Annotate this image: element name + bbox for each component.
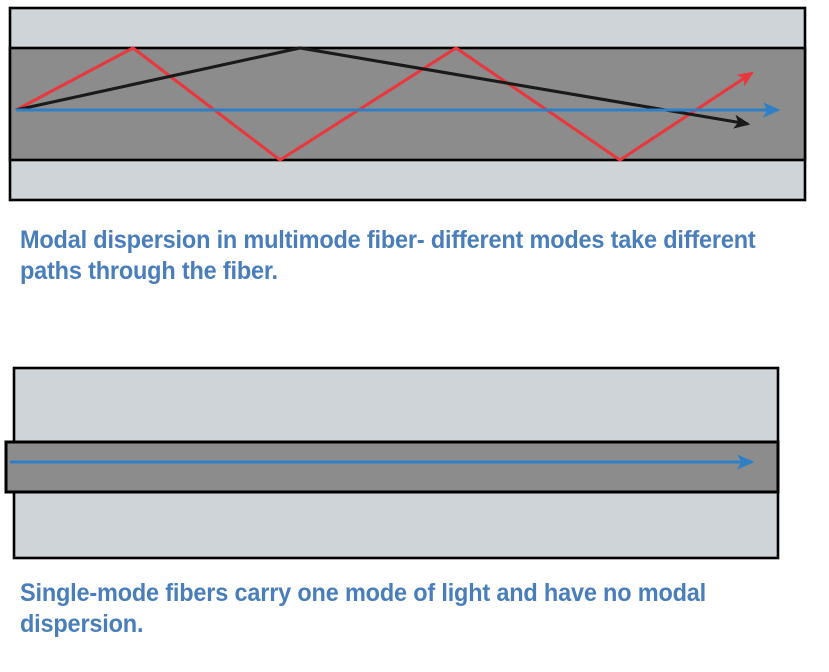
singlemode-caption: Single-mode fibers carry one mode of lig… [20, 579, 707, 638]
singlemode-core [4, 440, 780, 494]
singlemode-cladding [12, 366, 780, 560]
mid-order-mode-ray [15, 46, 751, 129]
multimode-fiber-diagram [8, 6, 807, 202]
high-order-mode-ray [15, 46, 754, 162]
multimode-caption: Modal dispersion in multimode fiber- dif… [20, 226, 756, 285]
